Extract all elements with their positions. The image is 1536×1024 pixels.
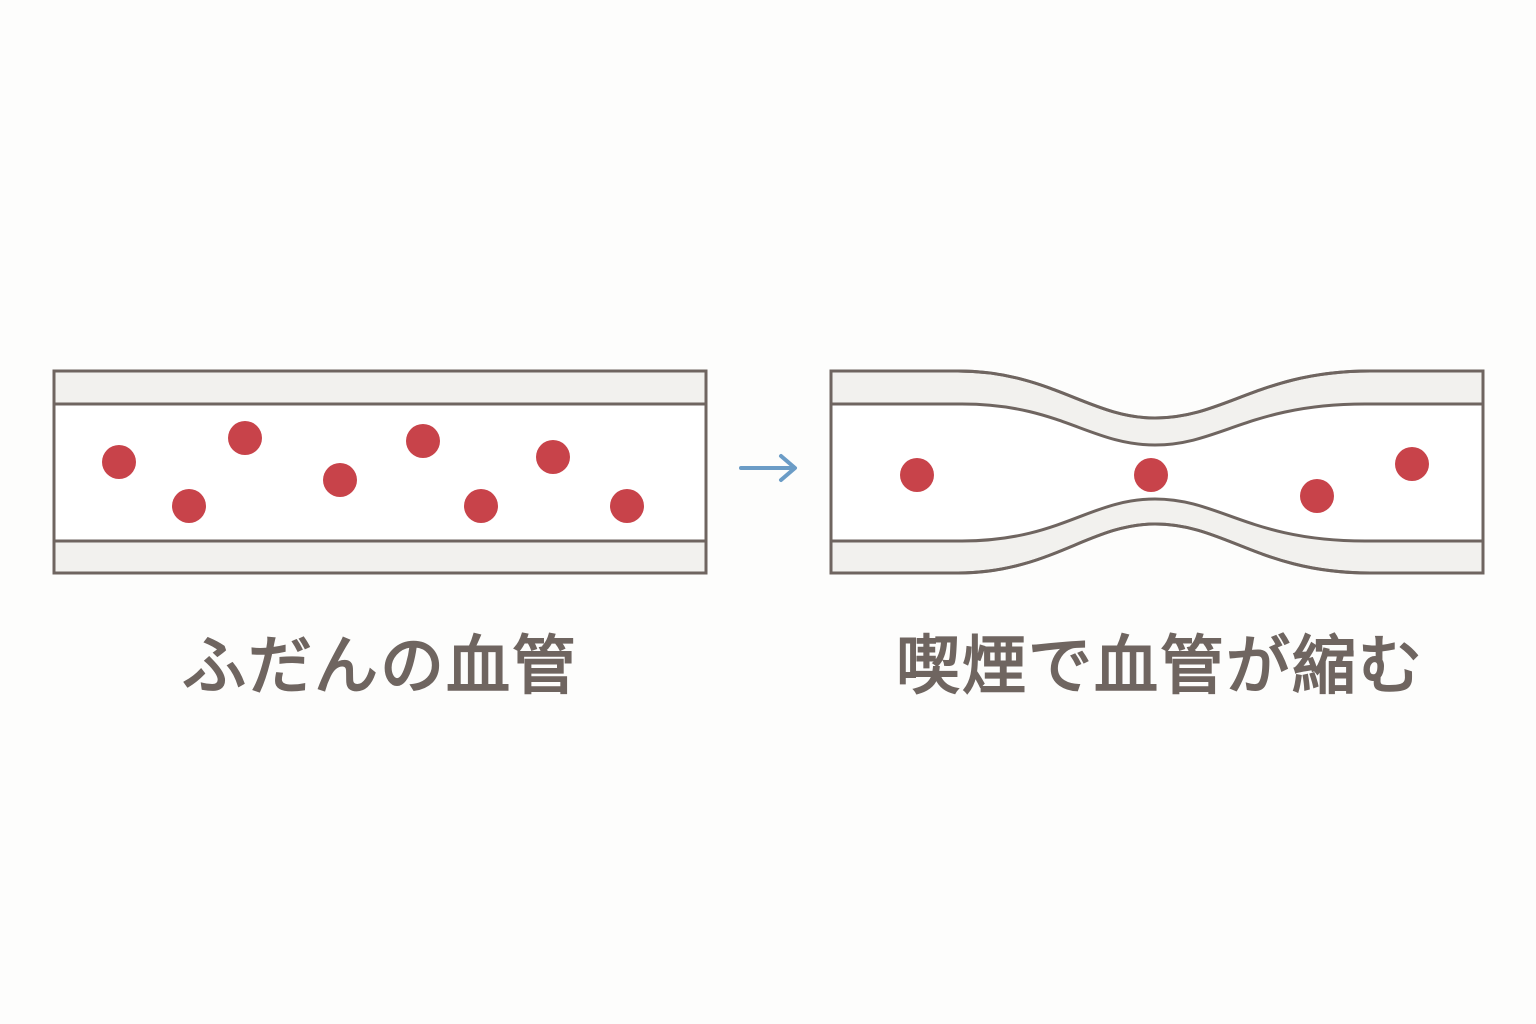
constricted-lower-gap	[958, 525, 1370, 575]
right-arrow-icon	[739, 454, 797, 482]
constricted-lower-outline	[957, 522, 1371, 575]
blood-cell	[536, 440, 570, 474]
constricted-blood-cells	[900, 447, 1429, 513]
blood-cell	[172, 489, 206, 523]
normal-vessel	[52, 369, 708, 575]
normal-vessel-caption: ふだんの血管	[182, 630, 578, 704]
blood-cell	[1395, 447, 1429, 481]
blood-cell	[464, 489, 498, 523]
blood-cell	[900, 458, 934, 492]
blood-cell	[1300, 479, 1334, 513]
blood-cell	[406, 424, 440, 458]
blood-cell	[228, 421, 262, 455]
constricted-vessel	[829, 369, 1485, 575]
normal-vessel-lumen	[52, 402, 708, 543]
blood-cell	[102, 445, 136, 479]
constricted-upper-gap	[958, 369, 1370, 417]
normal-vessel-upper-wall	[52, 369, 708, 406]
normal-blood-cells	[102, 421, 644, 523]
blood-cell	[323, 463, 357, 497]
blood-cell	[1134, 458, 1168, 492]
constricted-upper-outline	[957, 369, 1371, 420]
normal-vessel-lower-wall	[52, 539, 708, 575]
blood-cell	[610, 489, 644, 523]
constricted-vessel-caption: 喫煙で血管が縮む	[896, 630, 1424, 704]
